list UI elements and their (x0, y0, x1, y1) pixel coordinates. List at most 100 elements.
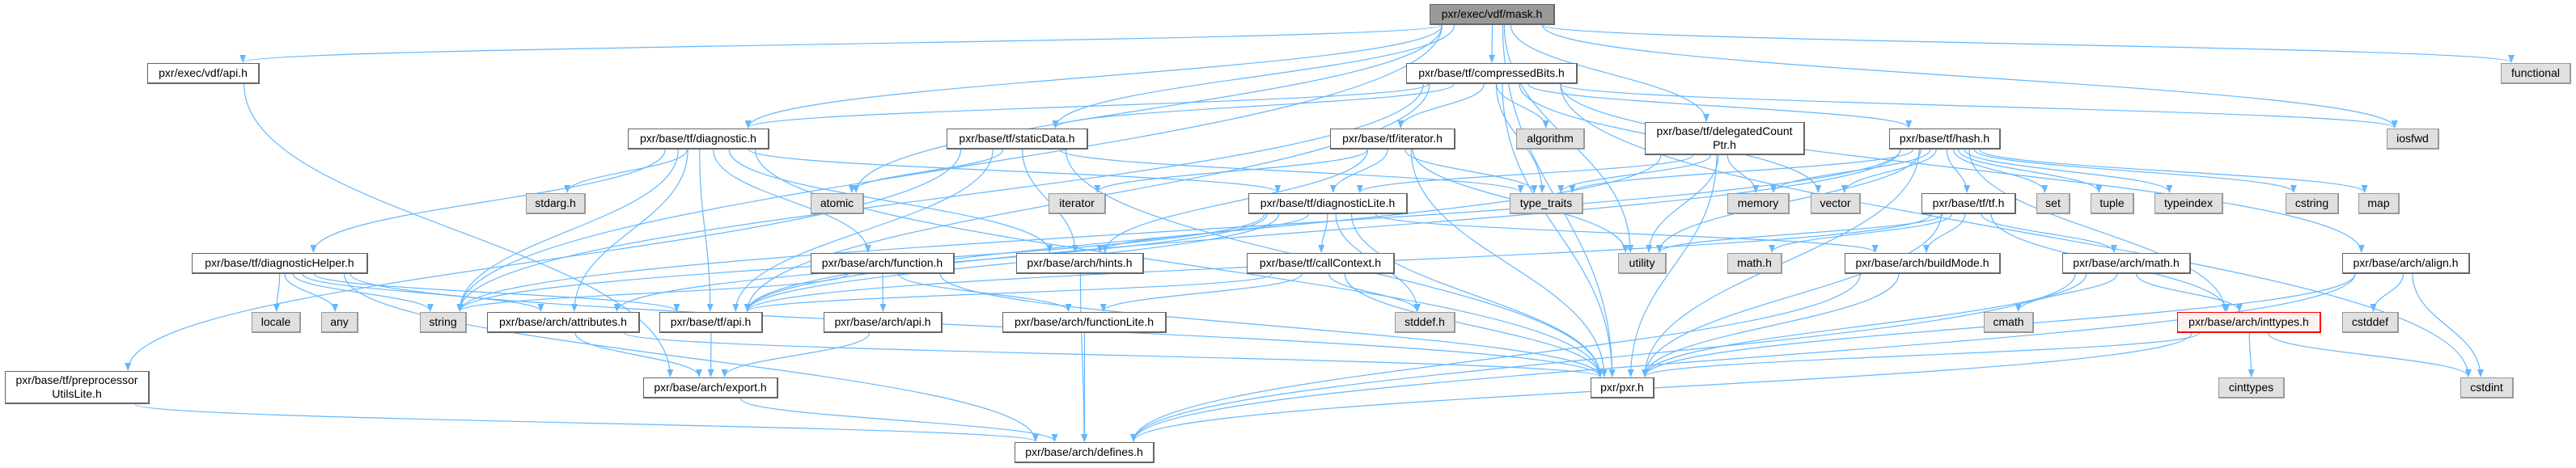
edge-iteratorh-to-diagLite (1329, 149, 1388, 193)
node-label: algorithm (1527, 132, 1574, 145)
node-locale: locale (252, 312, 301, 333)
node-label: pxr/base/tf/preprocessor (15, 373, 138, 386)
node-archmath[interactable]: pxr/base/arch/math.h (2062, 253, 2191, 274)
edge-hash-to-typeindex (1964, 149, 2173, 193)
node-function-lite[interactable]: pxr/base/arch/functionLite.h (1002, 312, 1167, 333)
node-label-line2: Ptr.h (1713, 138, 1736, 151)
node-pxr[interactable]: pxr/pxr.h (1591, 377, 1654, 398)
node-vector: vector (1811, 193, 1861, 214)
node-label: locale (261, 315, 291, 328)
edge-iteratorh-to-iterator (1094, 149, 1368, 193)
node-diagnostic[interactable]: pxr/base/tf/diagnostic.h (628, 129, 769, 150)
node-attributes[interactable]: pxr/base/arch/attributes.h (487, 312, 640, 333)
node-label: typeindex (2164, 196, 2213, 209)
edge-diagHelper-to-locale (273, 273, 281, 312)
edge-compressedBits-to-align (1560, 83, 2365, 253)
node-label: stddef.h (1405, 315, 1445, 328)
edge-diagnostic-to-diagHelper (310, 149, 666, 253)
edge-diagHelper-to-pxr (350, 273, 1604, 377)
edge-diagnostic-to-function (713, 149, 871, 253)
node-static-data[interactable]: pxr/base/tf/staticData.h (947, 129, 1088, 150)
edge-mask-to-staticData (1052, 24, 1455, 129)
edge-align-to-cstdint (2412, 273, 2484, 377)
edge-delegated-to-diagLite (1356, 154, 1694, 193)
node-label: tuple (2099, 196, 2125, 209)
edge-preproc-to-defines (134, 403, 1039, 442)
edge-compressedBits-to-hash (1527, 83, 1913, 129)
node-hints[interactable]: pxr/base/arch/hints.h (1016, 253, 1144, 274)
node-label: pxr/base/arch/defines.h (1025, 445, 1143, 458)
node-cstring: cstring (2286, 193, 2339, 214)
edge-diagLite-to-tfapi (744, 213, 1280, 312)
edge-inttypes-to-cstdint (2267, 332, 2472, 377)
edge-tf-to-mathh (1769, 213, 1952, 253)
edge-callContext-to-stddef (1328, 273, 1421, 312)
node-label: pxr/base/tf/diagnostic.h (640, 132, 756, 145)
edge-align-to-cstddef (2370, 273, 2404, 312)
edge-compressedBits-to-iteratorh (1397, 83, 1485, 129)
node-diag-helper[interactable]: pxr/base/tf/diagnosticHelper.h (192, 253, 368, 274)
node-label: pxr/base/tf/diagnosticHelper.h (205, 256, 354, 269)
node-label: any (330, 315, 349, 328)
node-memory: memory (1727, 193, 1790, 214)
edge-export-to-defines (739, 398, 1058, 442)
edge-diagHelper-to-string (292, 273, 434, 312)
edge-diagHelper-to-defines (343, 273, 1039, 442)
edge-staticData-to-atomic (848, 149, 1004, 193)
edge-hash-to-type_traits (1569, 149, 1914, 193)
node-label: pxr/base/arch/buildMode.h (1855, 256, 1989, 269)
node-tf[interactable]: pxr/base/tf/tf.h (1921, 193, 2016, 214)
node-export[interactable]: pxr/base/arch/export.h (643, 377, 778, 398)
node-mask[interactable]: pxr/exec/vdf/mask.h (1430, 4, 1555, 25)
node-align[interactable]: pxr/base/arch/align.h (2342, 253, 2470, 274)
node-function[interactable]: pxr/base/arch/function.h (811, 253, 955, 274)
edge-callContext-to-functionLite (1099, 273, 1303, 312)
node-label: pxr/base/tf/hash.h (1899, 132, 1990, 145)
node-any: any (321, 312, 358, 333)
node-tfapi[interactable]: pxr/base/tf/api.h (659, 312, 763, 333)
edge-hash-to-utility (1656, 149, 1921, 253)
edge-tf-to-buildMode (1923, 213, 1966, 253)
node-label: vector (1820, 196, 1851, 209)
edge-mask-to-diagnostic (744, 24, 1443, 129)
node-label: pxr/exec/vdf/api.h (159, 66, 248, 79)
node-string: string (420, 312, 467, 333)
node-utility: utility (1618, 253, 1667, 274)
node-build-mode[interactable]: pxr/base/arch/buildMode.h (1845, 253, 2001, 274)
node-label: cstring (2294, 196, 2329, 209)
node-label: cstddef (2351, 315, 2389, 328)
node-label: type_traits (1519, 196, 1573, 209)
node-call-context[interactable]: pxr/base/tf/callContext.h (1247, 253, 1395, 274)
edge-compressedBits-to-diagnostic (745, 83, 1430, 129)
node-label: cmath (1993, 315, 2024, 328)
edge-callContext-to-tfapi (744, 273, 1273, 312)
node-defines[interactable]: pxr/base/arch/defines.h (1015, 442, 1155, 463)
node-iteratorh[interactable]: pxr/base/tf/iterator.h (1330, 129, 1455, 150)
edge-function-to-functionLite (898, 273, 1072, 312)
node-iosfwd: iosfwd (2387, 129, 2439, 150)
edge-inttypes-to-pxr (1642, 332, 2200, 377)
edge-compressedBits-to-string (456, 83, 1424, 312)
node-vdfapi[interactable]: pxr/exec/vdf/api.h (147, 63, 260, 84)
node-compressed-bits[interactable]: pxr/base/tf/compressedBits.h (1406, 63, 1578, 84)
edge-compressedBits-to-iosfwd (1560, 83, 2398, 129)
node-label: pxr/base/tf/iterator.h (1342, 132, 1443, 145)
node-diag-lite[interactable]: pxr/base/tf/diagnosticLite.h (1248, 193, 1408, 214)
edge-hash-to-set (1953, 149, 2049, 193)
node-label: pxr/base/arch/functionLite.h (1015, 315, 1154, 328)
node-hash[interactable]: pxr/base/tf/hash.h (1889, 129, 2001, 150)
edge-align-to-defines (1130, 273, 2356, 442)
node-archapi[interactable]: pxr/base/arch/api.h (824, 312, 943, 333)
edge-diagHelper-to-attributes (302, 273, 544, 312)
node-label: pxr/base/tf/diagnosticLite.h (1260, 196, 1396, 209)
edge-inttypes-to-cinttypes (2248, 332, 2255, 377)
edge-hash-to-map (1979, 149, 2368, 193)
edge-archapi-to-export (721, 332, 871, 377)
node-functional: functional (2501, 63, 2571, 84)
node-inttypes[interactable]: pxr/base/arch/inttypes.h (2177, 312, 2321, 333)
node-label: pxr/base/tf/delegatedCount (1656, 124, 1793, 137)
node-label: pxr/base/arch/function.h (821, 256, 943, 269)
